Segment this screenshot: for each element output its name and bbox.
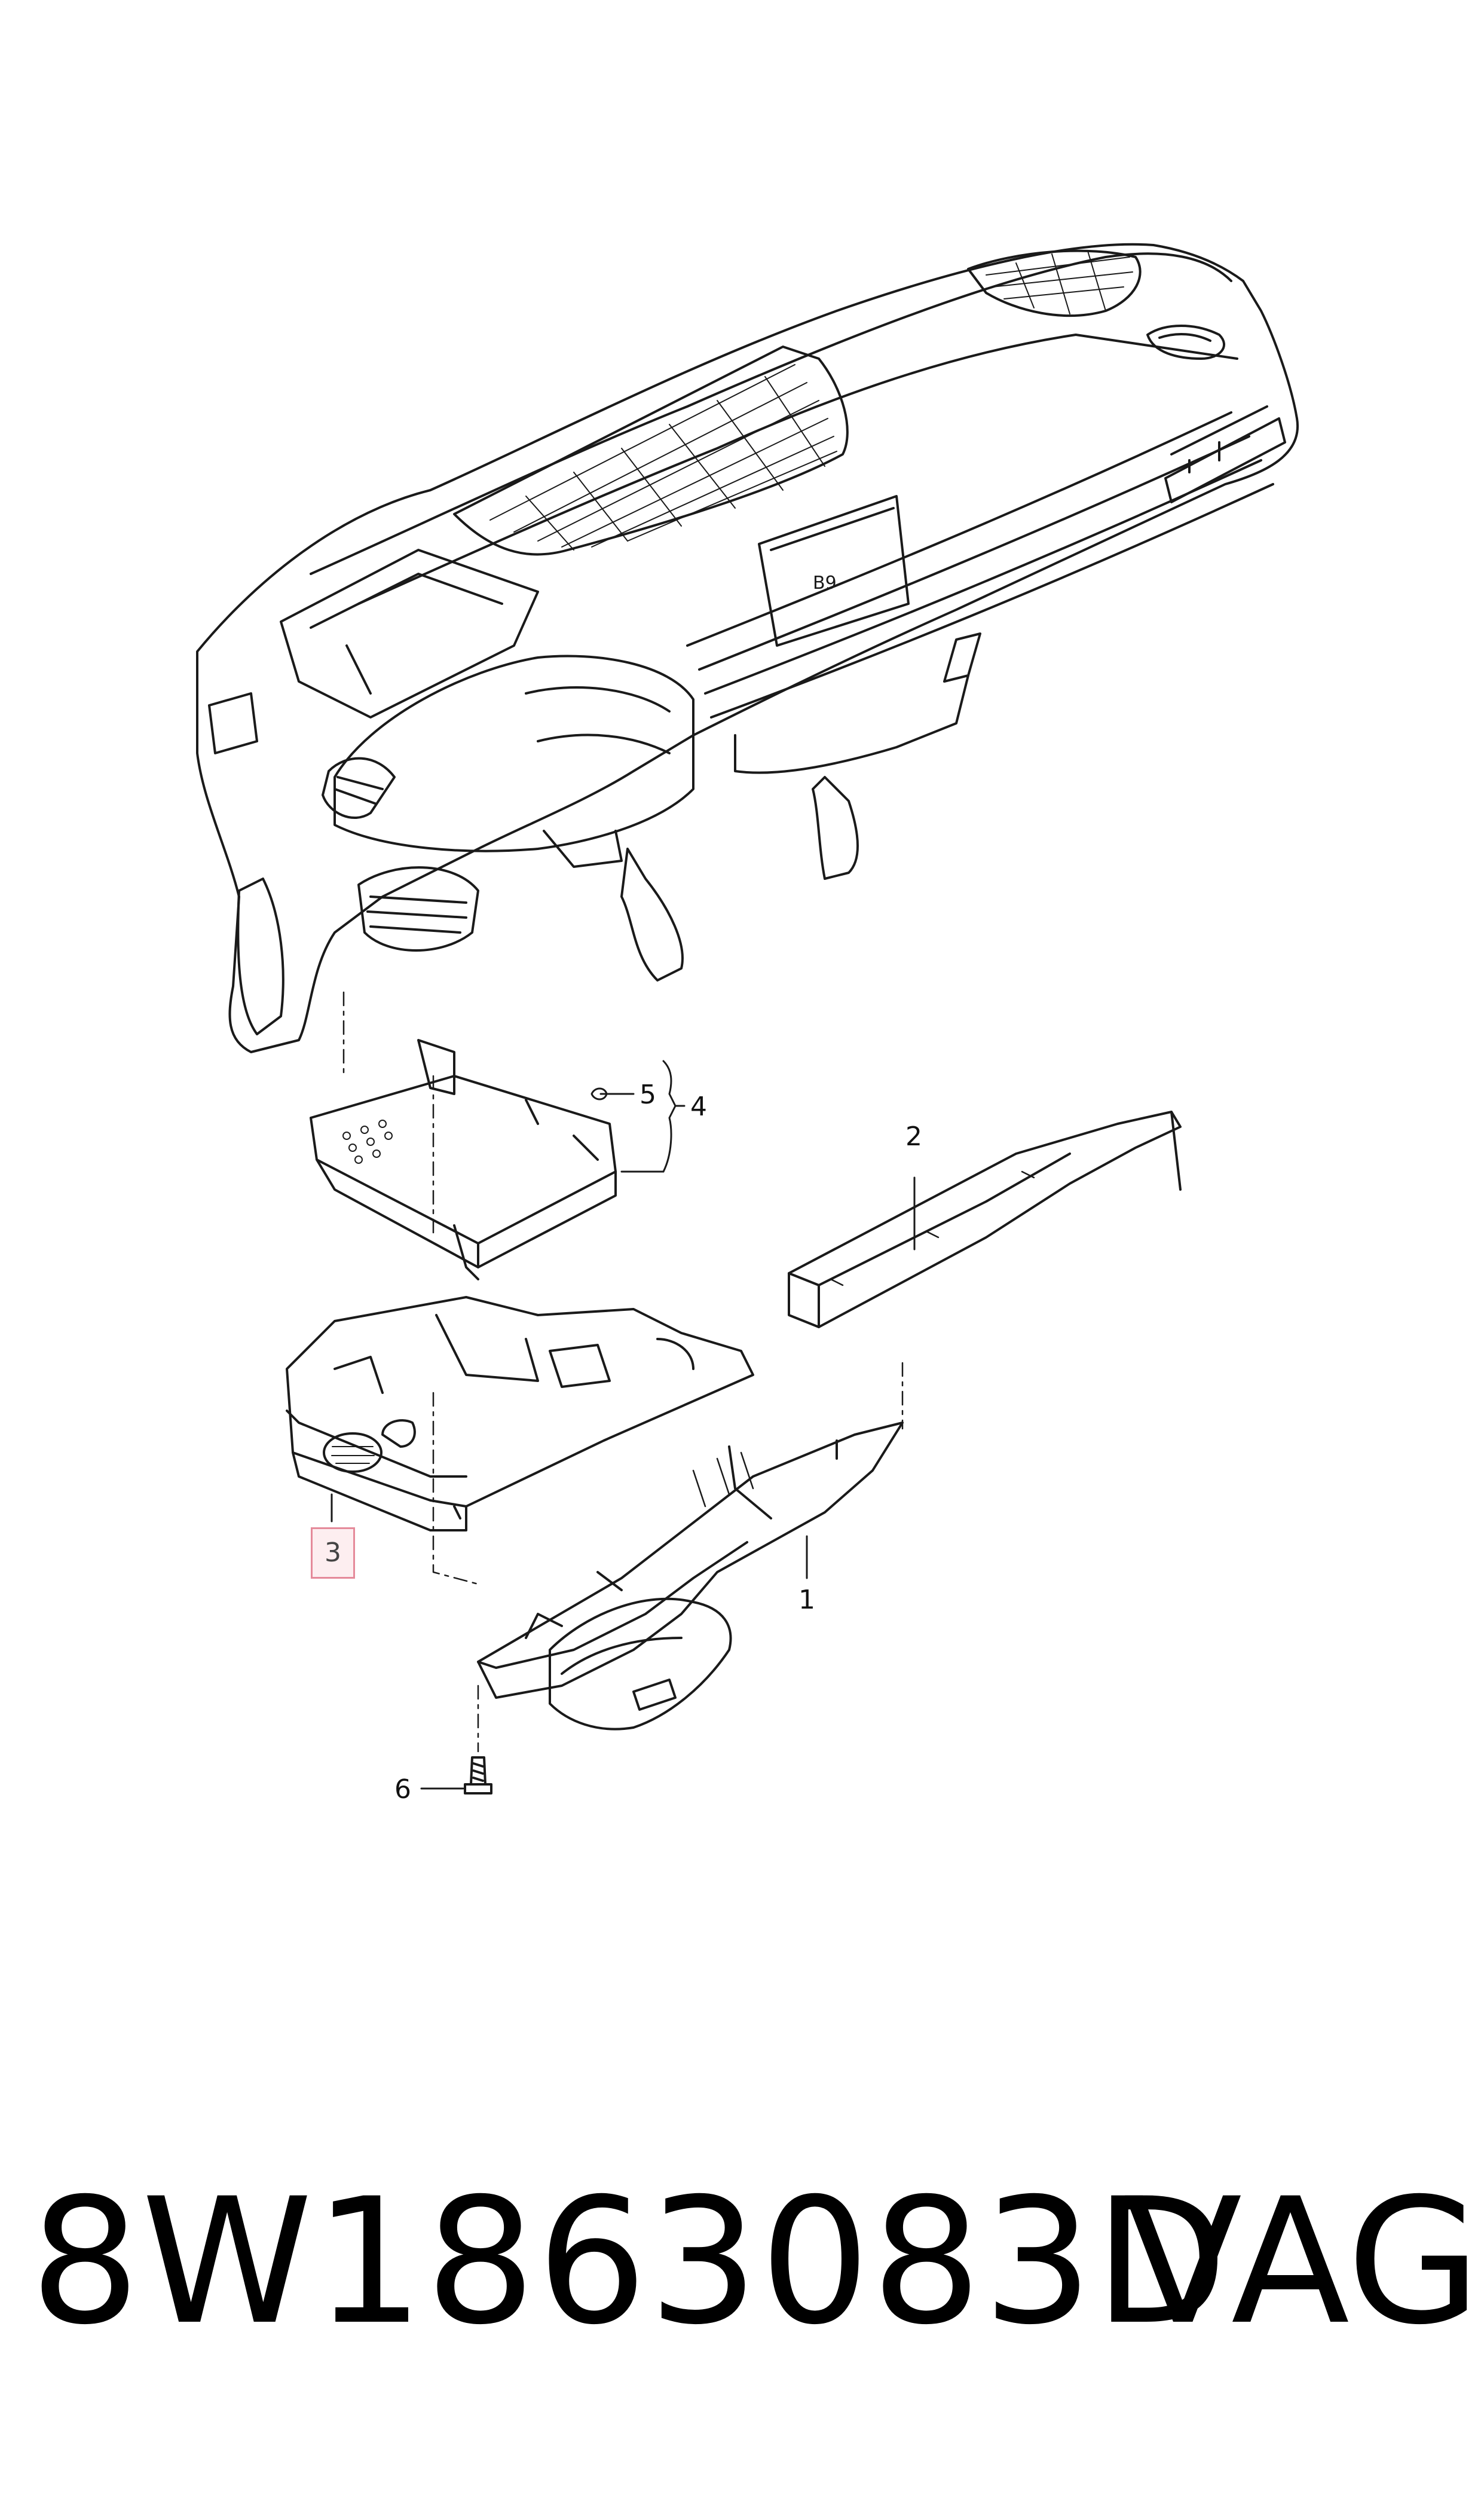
part-number: 8W1863083D xyxy=(30,2162,1229,2363)
part-1-glovebox xyxy=(477,1421,904,1731)
display-screen xyxy=(758,495,910,647)
callout-3[interactable]: 3 xyxy=(311,1527,355,1579)
part-2-trim xyxy=(788,1111,1182,1328)
exploded-parts-diagram: B9 xyxy=(196,243,1299,1794)
display-label: B9 xyxy=(813,573,837,594)
callout-1[interactable]: 1 xyxy=(798,1585,815,1615)
callout-2[interactable]: 2 xyxy=(905,1121,922,1152)
part-6-screw xyxy=(420,1685,492,1794)
callout-6[interactable]: 6 xyxy=(394,1774,411,1805)
part-3-shelf xyxy=(286,1296,754,1531)
brand-label: VAG xyxy=(1124,2162,1481,2363)
callout-4[interactable]: 4 xyxy=(690,1092,707,1122)
callout-5[interactable]: 5 xyxy=(640,1080,656,1110)
part-4-bracket xyxy=(310,1039,617,1280)
dashboard-assembly xyxy=(196,243,1299,1053)
